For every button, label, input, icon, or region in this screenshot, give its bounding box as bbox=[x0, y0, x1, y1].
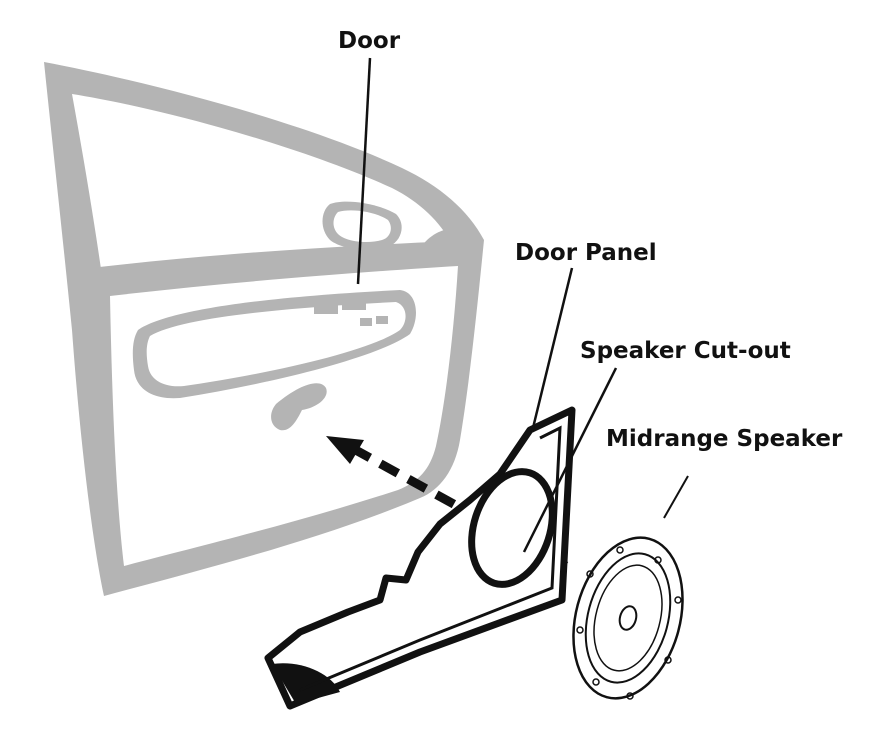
midrange-speaker bbox=[572, 536, 684, 700]
speaker-cone-ring bbox=[593, 564, 663, 672]
leader-door bbox=[356, 57, 372, 285]
door-handle bbox=[271, 383, 327, 431]
window-switch-1 bbox=[314, 300, 338, 314]
label-speaker-cutout: Speaker Cut-out bbox=[580, 338, 791, 364]
mount-hole bbox=[654, 556, 662, 564]
leader-midrange-speaker bbox=[663, 475, 689, 519]
mount-hole bbox=[586, 570, 594, 578]
mount-hole bbox=[576, 626, 584, 634]
door-panel-lower-edge bbox=[272, 663, 340, 704]
mount-hole bbox=[674, 596, 682, 604]
speaker-outer-ring bbox=[572, 536, 684, 700]
speaker-dust-cap bbox=[618, 605, 638, 631]
label-midrange-speaker: Midrange Speaker bbox=[606, 426, 843, 452]
speaker-mid-ring bbox=[584, 552, 672, 684]
speaker-cutout-hole bbox=[468, 468, 556, 588]
mirror-mount bbox=[420, 228, 471, 266]
label-door-panel: Door Panel bbox=[515, 240, 657, 266]
window-switch-3 bbox=[360, 318, 372, 326]
label-door: Door bbox=[338, 28, 401, 54]
mount-hole bbox=[626, 692, 634, 700]
arrow-head bbox=[326, 436, 364, 464]
door-panel-inner-trim bbox=[299, 425, 562, 692]
mount-hole bbox=[664, 656, 672, 664]
leader-lines bbox=[356, 57, 689, 553]
leader-door-panel bbox=[530, 267, 574, 433]
mount-hole bbox=[592, 678, 600, 686]
leader-speaker-cutout bbox=[522, 367, 618, 553]
mount-hole bbox=[616, 546, 624, 554]
car-door bbox=[44, 62, 484, 596]
door-panel bbox=[264, 406, 576, 710]
door-belt-line bbox=[99, 241, 457, 277]
window-switch-2 bbox=[342, 296, 366, 310]
armrest-inner bbox=[146, 302, 406, 387]
window-switch-4 bbox=[376, 316, 388, 324]
